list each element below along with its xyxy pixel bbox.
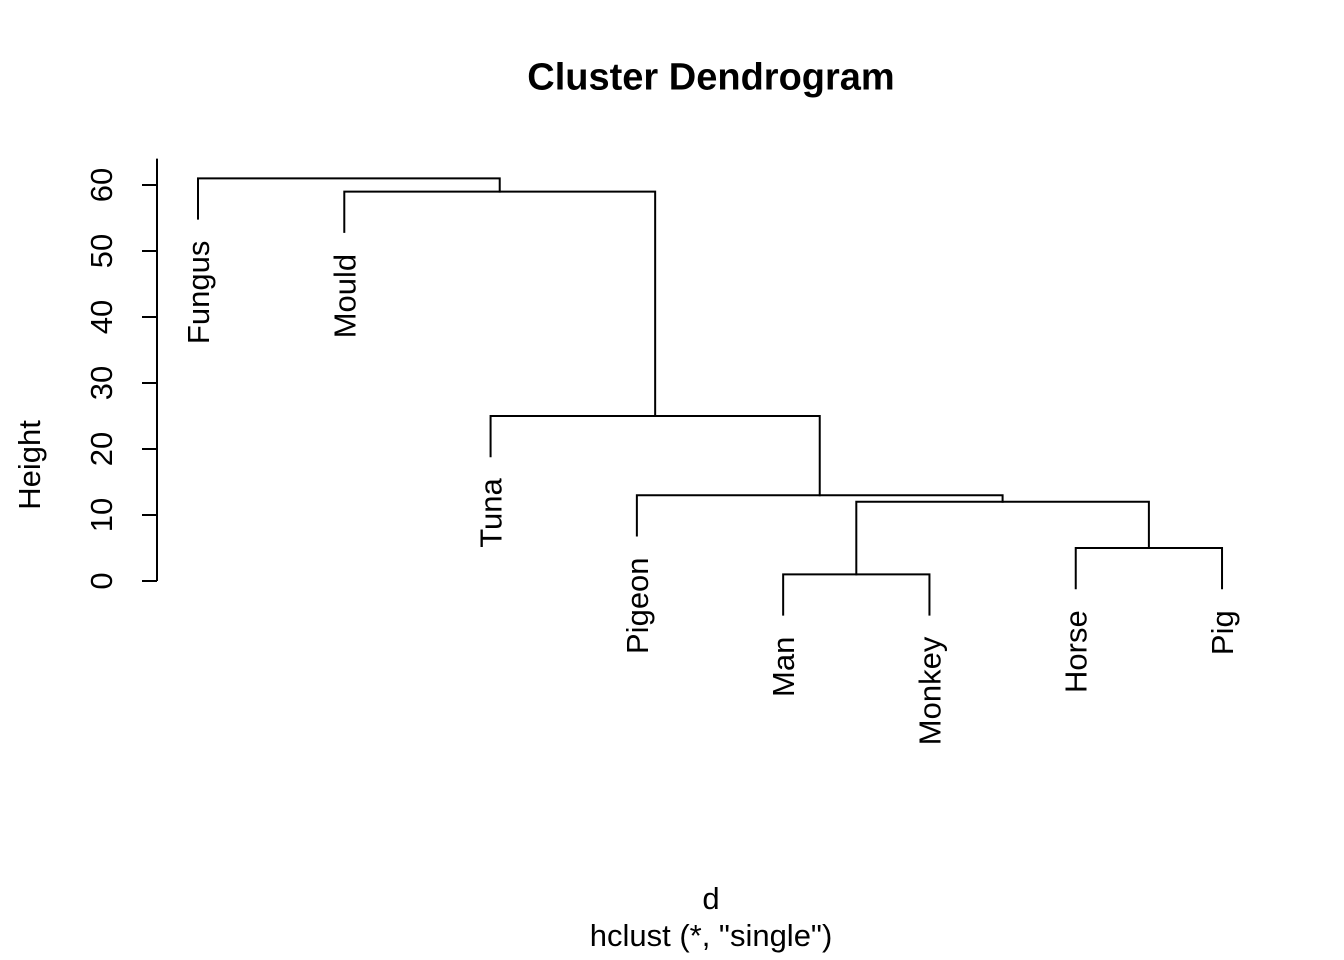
y-axis-tick-label: 60 <box>84 168 119 202</box>
leaf-label-mould: Mould <box>327 254 362 338</box>
y-axis-tick-label: 30 <box>84 366 119 400</box>
y-axis-tick-label: 20 <box>84 432 119 466</box>
leaf-label-man: Man <box>766 637 801 697</box>
leaf-label-pig: Pig <box>1205 610 1240 655</box>
merge-link-mammal-cluster <box>855 500 1150 576</box>
x-axis-caption-method: hclust (*, "single") <box>589 918 833 953</box>
merge-link-fungus-cluster <box>197 177 501 220</box>
leaf-label-fungus: Fungus <box>181 241 216 344</box>
leaf-label-monkey: Monkey <box>912 636 947 745</box>
y-axis-tick-label: 10 <box>84 498 119 532</box>
leaf-label-horse: Horse <box>1059 610 1094 693</box>
chart-title: Cluster Dendrogram <box>527 56 895 99</box>
y-axis-tick-label: 0 <box>84 572 119 589</box>
leaf-label-pigeon: Pigeon <box>620 557 655 654</box>
merge-link-man-monkey <box>782 573 931 616</box>
merge-link-horse-pig <box>1074 547 1224 590</box>
y-axis-tick-label: 50 <box>84 234 119 268</box>
leaf-label-tuna: Tuna <box>474 478 509 548</box>
y-axis-tick-label: 40 <box>84 300 119 334</box>
merge-link-mould-cluster <box>343 190 657 417</box>
x-axis-caption-data: d <box>702 881 720 916</box>
merge-link-tuna-cluster <box>489 415 821 497</box>
